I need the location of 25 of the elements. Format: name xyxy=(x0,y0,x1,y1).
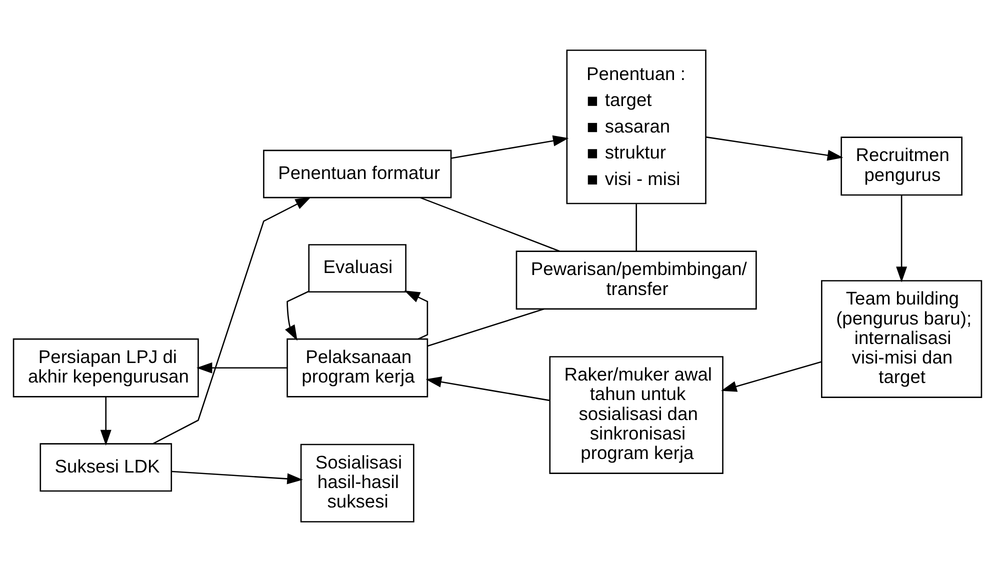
arrow xyxy=(404,290,428,340)
node-box: Team building (pengurus baru); internalisasi visi-misi dan target xyxy=(821,280,982,398)
node-box: Penentuan : target sasaran struktur visi - misi xyxy=(566,49,706,204)
arrow xyxy=(426,376,550,401)
arrow xyxy=(450,134,569,158)
node-box: Raker/muker awal tahun untuk sosialisasi dan sinkronisasi program kerja xyxy=(549,356,724,474)
arrow xyxy=(152,196,312,444)
arrow xyxy=(172,470,303,484)
node-box: Evaluasi xyxy=(308,244,406,292)
node-box: Suksesi LDK xyxy=(40,442,172,492)
node-box: Pelaksanaan program kerja xyxy=(286,338,428,397)
node-box: Pewarisan/pembimbingan/ transfer xyxy=(516,250,757,310)
arrow xyxy=(896,194,908,282)
node-box: Penentuan formatur xyxy=(263,149,452,198)
arrow xyxy=(100,396,112,446)
arrow xyxy=(721,360,822,392)
arrow xyxy=(285,290,309,340)
arrow xyxy=(196,362,288,373)
node-box: Sosialisasi hasil-hasil suksesi xyxy=(300,443,414,522)
arrow xyxy=(706,136,844,160)
connector xyxy=(636,204,637,250)
connector xyxy=(428,308,544,346)
node-box: Persiapan LPJ di akhir kepengurusan xyxy=(12,338,199,397)
node-box: Recruitmen pengurus xyxy=(840,136,962,196)
connector xyxy=(420,196,560,252)
